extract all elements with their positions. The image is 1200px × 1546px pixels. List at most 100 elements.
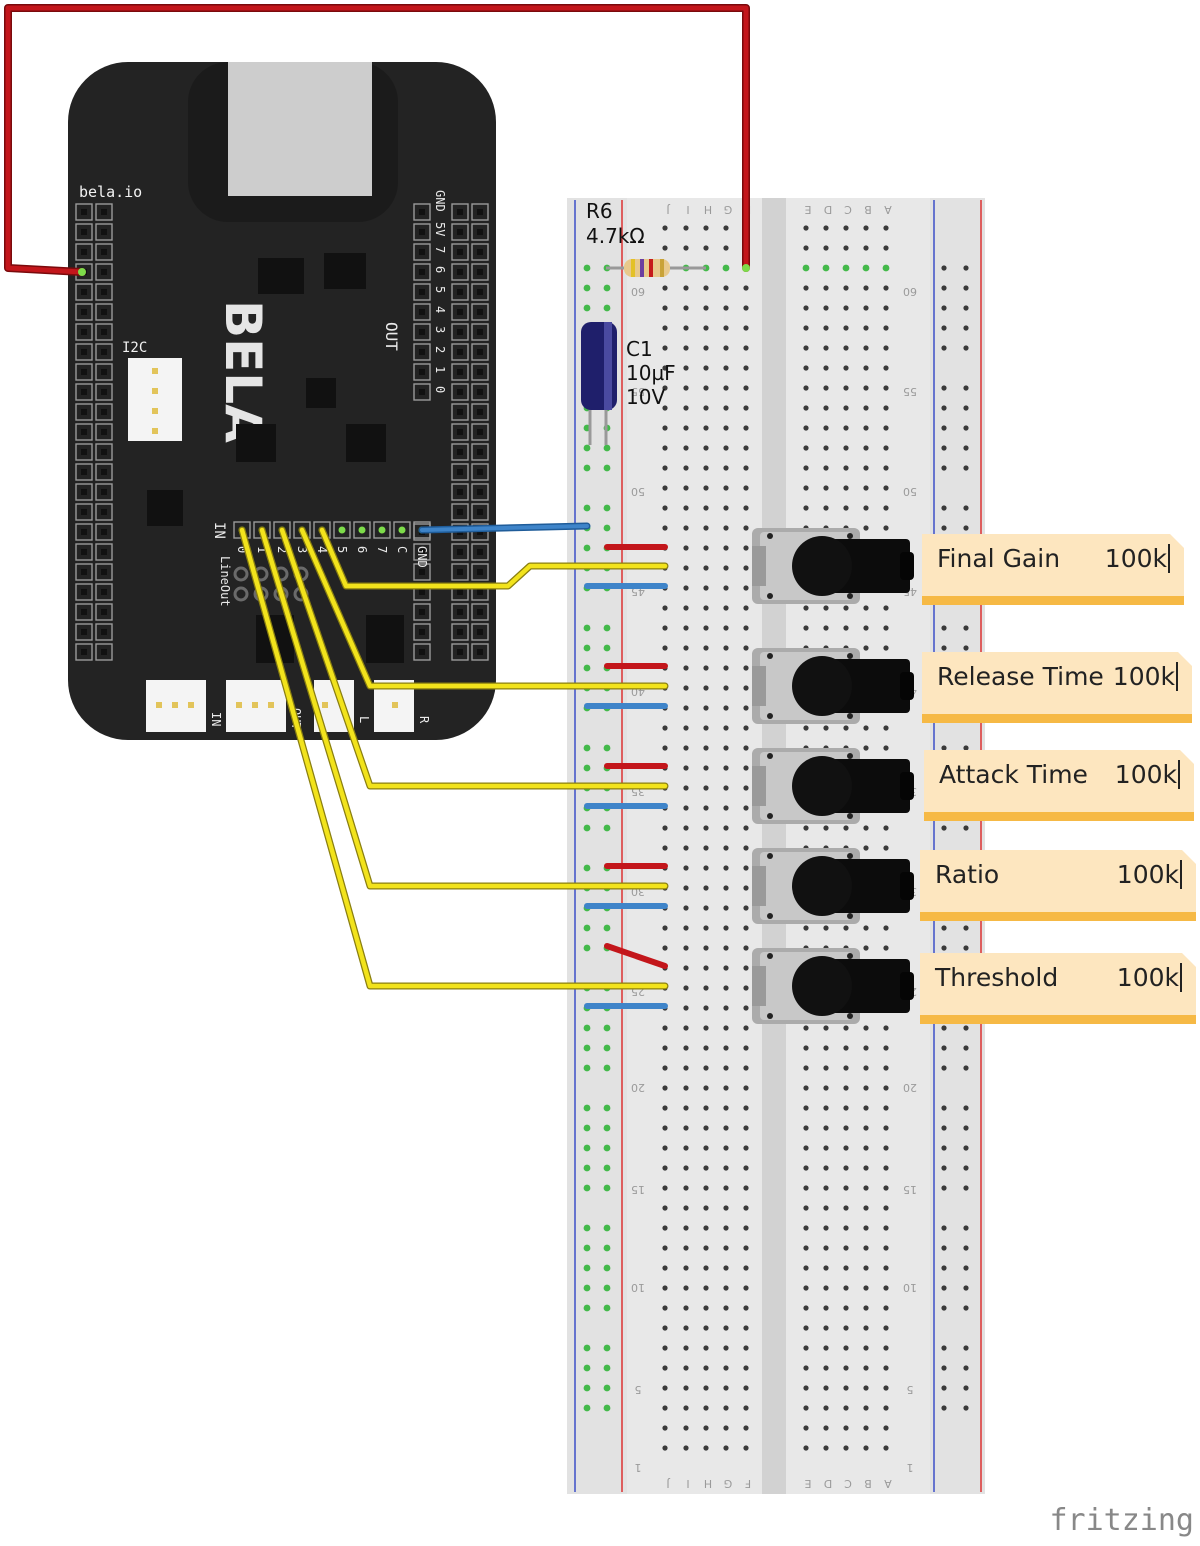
usb-connector xyxy=(228,62,372,196)
in-pin-label: 4 xyxy=(315,546,329,553)
pot-name: Ratio xyxy=(935,860,1000,889)
column-letter: A xyxy=(884,1477,892,1490)
row-number: 5 xyxy=(635,1383,642,1396)
in-pin-label: 6 xyxy=(355,546,369,553)
in-pin-label: 1 xyxy=(255,546,269,553)
pot-value: 100k xyxy=(1113,662,1178,691)
wire-yellow-4 xyxy=(319,527,668,589)
jumpers xyxy=(584,544,668,1009)
pot-name: Attack Time xyxy=(939,760,1088,789)
pot-note-ratio: Ratio 100k xyxy=(920,850,1196,912)
out-pin-label: 4 xyxy=(433,306,447,313)
pot-note-attack-time: Attack Time 100k xyxy=(924,750,1194,812)
wire-yellow-1 xyxy=(259,527,668,889)
column-letter: J xyxy=(666,203,670,216)
out-pin-label: 2 xyxy=(433,346,447,353)
in-pin-label: C xyxy=(395,546,409,553)
row-number: 15 xyxy=(631,1183,645,1196)
pot-value: 100k xyxy=(1117,860,1182,889)
row-number: 50 xyxy=(631,485,645,498)
capacitor-voltage: 10V xyxy=(626,385,665,409)
in-label: IN xyxy=(211,522,227,539)
resistor-value: 4.7kΩ xyxy=(586,224,645,248)
fritzing-watermark: fritzing xyxy=(1049,1503,1195,1538)
wire-yellow-2 xyxy=(279,527,668,789)
column-letter: D xyxy=(824,1477,832,1490)
out-pin-label: 6 xyxy=(433,266,447,273)
row-number: 20 xyxy=(903,1081,917,1094)
in-pin-label: 7 xyxy=(375,546,389,553)
potentiometers xyxy=(752,528,914,1024)
wire-yellow-3 xyxy=(299,527,668,689)
column-letter: D xyxy=(824,203,832,216)
out-pin-label: 5 xyxy=(433,286,447,293)
row-number: 10 xyxy=(631,1281,645,1294)
resistor-ref: R6 xyxy=(586,199,613,223)
resistor-r6: R6 4.7kΩ xyxy=(586,199,706,277)
out-pin-label: 3 xyxy=(433,326,447,333)
row-number: 10 xyxy=(903,1281,917,1294)
audio-connector-label: IN xyxy=(209,712,223,726)
out-pin-label: 0 xyxy=(433,386,447,393)
in-pin-label: GND xyxy=(415,546,429,568)
column-letter: H xyxy=(704,1477,712,1490)
pot-value: 100k xyxy=(1117,963,1182,992)
brand-url: bela.io xyxy=(79,183,142,201)
potentiometer xyxy=(752,648,914,724)
in-pin-label: 3 xyxy=(295,546,309,553)
pot-name: Threshold xyxy=(935,963,1059,992)
column-letter: E xyxy=(804,203,811,216)
pot-value: 100k xyxy=(1105,544,1170,573)
column-letter: I xyxy=(686,203,689,216)
lineout-label: LineOut xyxy=(218,556,232,607)
breadboard: 6060555550504545404035353030252520201515… xyxy=(567,198,985,1494)
column-letter: C xyxy=(844,203,852,216)
out-label: OUT xyxy=(382,322,401,351)
potentiometer xyxy=(752,528,914,604)
capacitor-ref: C1 xyxy=(626,337,653,361)
row-number: 1 xyxy=(635,1461,642,1474)
audio-connector-label: L xyxy=(357,716,371,723)
in-pin-label: 2 xyxy=(275,546,289,553)
row-number: 5 xyxy=(907,1383,914,1396)
potentiometer xyxy=(752,748,914,824)
row-number: 20 xyxy=(631,1081,645,1094)
i2c-label: I2C xyxy=(122,340,147,356)
capacitor-value: 10µF xyxy=(626,361,676,385)
pot-note-release-time: Release Time 100k xyxy=(922,652,1192,714)
column-letter: G xyxy=(724,1477,733,1490)
row-number: 55 xyxy=(903,385,917,398)
pot-value: 100k xyxy=(1115,760,1180,789)
capacitor-c1: C1 10µF 10V xyxy=(581,322,676,445)
column-letter: A xyxy=(884,203,892,216)
potentiometer xyxy=(752,948,914,1024)
row-number: 1 xyxy=(907,1461,914,1474)
column-letter: I xyxy=(686,1477,689,1490)
out-pin-label: 1 xyxy=(433,366,447,373)
row-number: 55 xyxy=(631,385,645,398)
column-letter: C xyxy=(844,1477,852,1490)
audio-connector-label: R xyxy=(417,716,431,724)
row-number: 15 xyxy=(903,1183,917,1196)
row-number: 60 xyxy=(903,285,917,298)
bela-logo: BELA xyxy=(214,300,272,443)
wire-yellow-0 xyxy=(239,527,668,989)
potentiometer xyxy=(752,848,914,924)
column-letter: H xyxy=(704,203,712,216)
out-pin-label: 7 xyxy=(433,246,447,253)
pot-name: Release Time xyxy=(937,662,1104,691)
out-pin-label: GND xyxy=(433,190,447,212)
out-pin-label: 5V xyxy=(433,222,447,236)
column-letter: E xyxy=(804,1477,811,1490)
column-letter: B xyxy=(864,203,872,216)
wires xyxy=(4,4,750,990)
in-pin-label: 0 xyxy=(235,546,249,553)
row-number: 60 xyxy=(631,285,645,298)
column-letter: F xyxy=(745,1477,751,1490)
in-pin-label: 5 xyxy=(335,546,349,553)
column-letter: J xyxy=(666,1477,670,1490)
pot-name: Final Gain xyxy=(937,544,1061,573)
column-letter: G xyxy=(724,203,733,216)
